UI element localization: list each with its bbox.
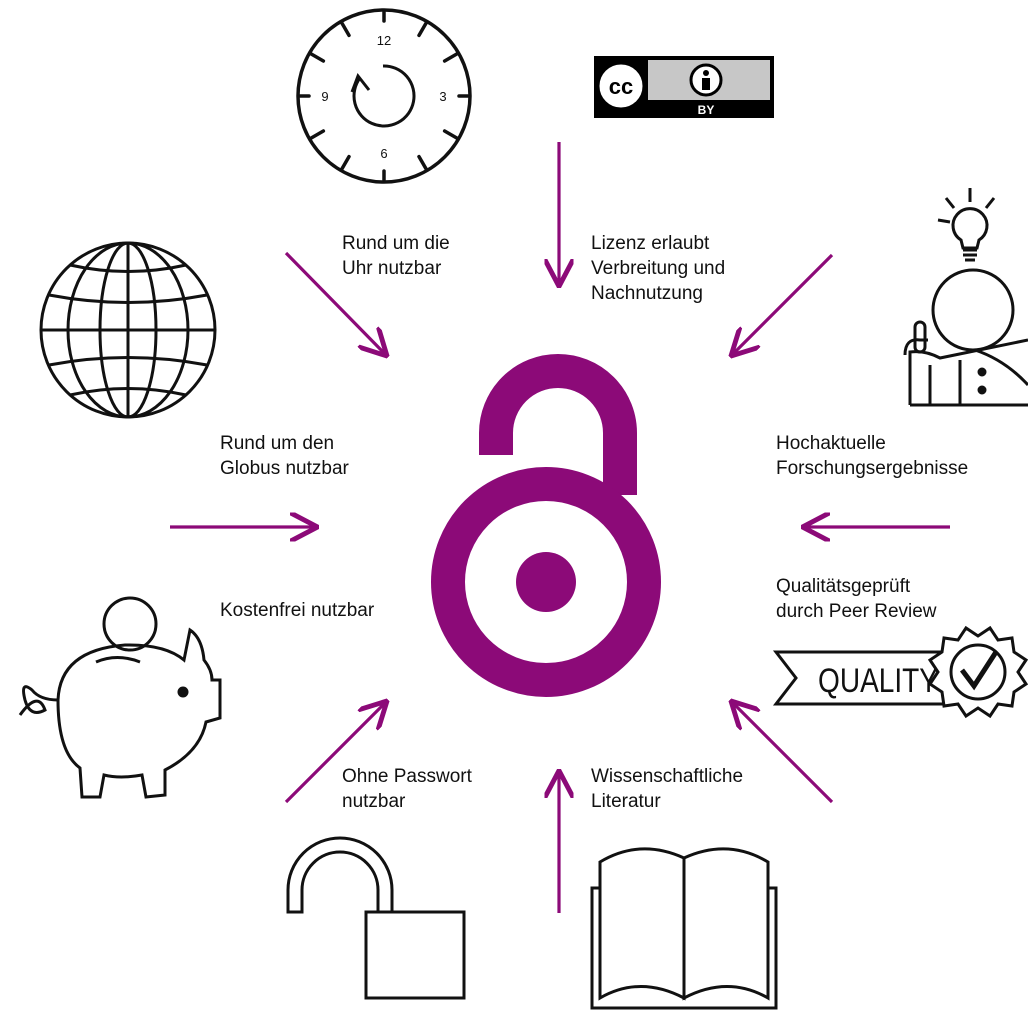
clock-number-9: 9 <box>321 89 328 104</box>
globe-icon <box>39 241 217 419</box>
arrow-clock <box>284 251 386 355</box>
label-globe: Rund um den Globus nutzbar <box>220 433 349 479</box>
arrow-quality <box>732 702 834 804</box>
clock-number-3: 3 <box>439 89 446 104</box>
open-book-icon <box>590 847 778 1010</box>
label-literature: Wissenschaftliche Literatur <box>591 766 744 812</box>
arrows <box>170 142 950 913</box>
label-free: Kostenfrei nutzbar <box>220 600 375 621</box>
label-license: Lizenz erlaubt Verbreitung und Nachnutzu… <box>591 233 726 304</box>
label-clock: Rund um die Uhr nutzbar <box>342 233 450 279</box>
clock-number-6: 6 <box>380 146 387 161</box>
clock-tick <box>340 154 351 171</box>
clock-tick <box>417 154 428 171</box>
clock-tick <box>442 129 459 140</box>
arrow-password <box>284 702 386 804</box>
clock-tick <box>340 21 351 38</box>
label-password: Ohne Passwort nutzbar <box>342 766 472 812</box>
cc-text: cc <box>609 74 633 99</box>
cc-by-license-icon: cc BY <box>594 56 774 118</box>
arrow-research <box>732 253 834 355</box>
clock-tick <box>417 21 428 38</box>
piggy-bank-icon <box>18 596 222 799</box>
label-quality: Qualitätsgeprüft durch Peer Review <box>776 576 937 622</box>
clock-icon: 12 3 6 9 <box>296 8 472 184</box>
clock-number-12: 12 <box>377 33 391 48</box>
researcher-lightbulb-icon <box>903 188 1028 407</box>
open-padlock-icon <box>286 836 466 1000</box>
clock-tick <box>442 52 459 63</box>
quality-badge-icon: QUALITY <box>772 625 1028 719</box>
quality-text: QUALITY <box>818 662 938 700</box>
label-research: Hochaktuelle Forschungsergebnisse <box>776 433 969 479</box>
clock-tick <box>309 52 326 63</box>
clock-tick <box>309 129 326 140</box>
open-access-lock-icon <box>431 354 661 697</box>
by-text: BY <box>698 103 715 117</box>
